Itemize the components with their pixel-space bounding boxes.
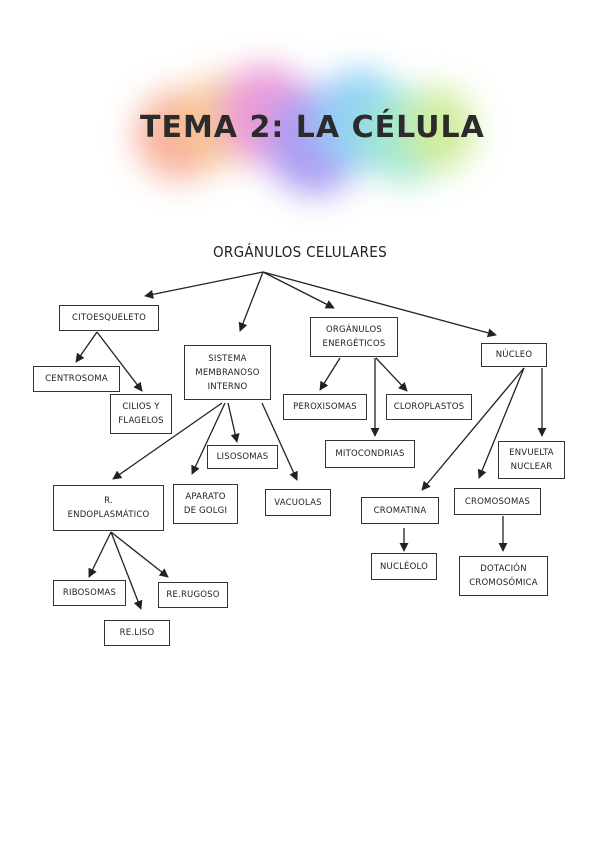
node-nucleolo: NUCLÉOLO (371, 553, 437, 580)
node-dotacion-cromosomica: DOTACIÓN CROMOSÓMICA (459, 556, 548, 596)
edge-sistema-golgi (191, 402, 226, 475)
diagram-title: ORGÁNULOS CELULARES (213, 243, 387, 261)
edge-nucleo-cromosomas (477, 367, 525, 479)
node-re-liso: RE.LISO (104, 620, 170, 646)
edge-root-sistema (238, 271, 264, 332)
node-peroxisomas: PEROXISOMAS (283, 394, 367, 420)
edge-nucleo-cromatina (421, 367, 525, 491)
edge-cito-centrosoma (75, 331, 98, 363)
edge-re-ribosomas (88, 531, 112, 578)
node-cromatina: CROMATINA (361, 497, 439, 524)
edge-sistema-re (112, 402, 223, 480)
node-re-rugoso: RE.RUGOSO (158, 582, 228, 608)
node-cromosomas: CROMOSOMAS (454, 488, 541, 515)
node-sistema-membranoso: SISTEMA MEMBRANOSO INTERNO (184, 345, 271, 400)
page-title: TEMA 2: LA CÉLULA (140, 110, 485, 145)
edge-re-rerugoso (110, 531, 169, 578)
edge-root-energeticos (262, 271, 335, 309)
edge-root-nucleo (262, 271, 497, 338)
edge-sistema-vacuolas (261, 402, 298, 481)
watercolor-banner (135, 65, 475, 195)
node-mitocondrias: MITOCONDRIAS (325, 440, 415, 468)
node-citoesqueleto: CITOESQUELETO (59, 305, 159, 331)
node-centrosoma: CENTROSOMA (33, 366, 120, 392)
node-nucleo: NÚCLEO (481, 343, 547, 367)
edge-cito-cilios (96, 331, 143, 392)
node-organulos-energeticos: ORGÁNULOS ENERGÉTICOS (310, 317, 398, 357)
node-cilios-flagelos: CILIOS Y FLAGELOS (110, 394, 172, 434)
edge-energ-cloroplastos (375, 357, 408, 392)
node-envuelta-nuclear: ENVUELTA NUCLEAR (498, 441, 565, 479)
node-cloroplastos: CLOROPLASTOS (386, 394, 472, 420)
node-vacuolas: VACUOLAS (265, 489, 331, 516)
edge-re-reliso (110, 531, 143, 610)
wash-blob (405, 88, 475, 172)
node-re-endoplasmatico: R. ENDOPLASMÁTICO (53, 485, 164, 531)
edge-sistema-lisosomas (227, 402, 240, 443)
edge-energ-peroxisomas (319, 357, 341, 391)
node-aparato-golgi: APARATO DE GOLGI (173, 484, 238, 524)
node-lisosomas: LISOSOMAS (207, 445, 278, 469)
edge-root-citoesqueleto (144, 271, 264, 299)
node-ribosomas: RIBOSOMAS (53, 580, 126, 606)
